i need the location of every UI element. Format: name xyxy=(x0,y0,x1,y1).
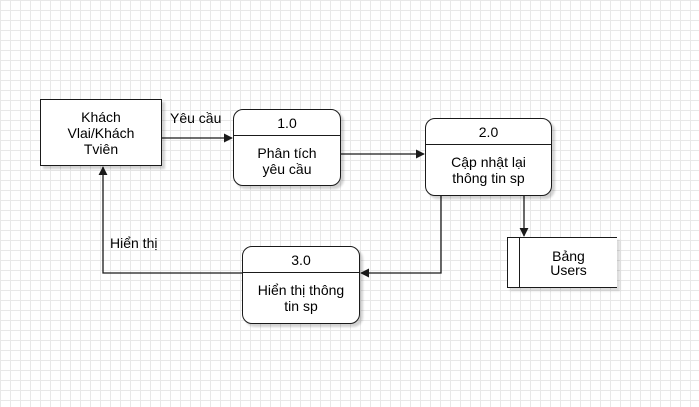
process-label: Hiển thị thông tin sp xyxy=(257,282,345,314)
data-store-label: Bảng Users xyxy=(550,247,587,278)
external-entity-label: Khách Vlai/Khách Tviên xyxy=(67,108,135,157)
process-label: Cập nhật lại thông tin sp xyxy=(451,154,526,186)
data-store-users[interactable]: Bảng Users xyxy=(507,237,617,288)
data-store-divider xyxy=(519,238,520,287)
flow-label-display: Hiển thị xyxy=(110,235,158,251)
external-entity-customer[interactable]: Khách Vlai/Khách Tviên xyxy=(40,99,162,166)
process-2-0[interactable]: 2.0 Cập nhật lại thông tin sp xyxy=(425,118,552,196)
flow-arrow-2-0-to-3-0 xyxy=(360,196,442,278)
process-label: Phân tích yêu cầu xyxy=(257,144,317,177)
flow-arrow-3-0-to-entity xyxy=(98,166,242,274)
process-id: 1.0 xyxy=(234,110,340,136)
process-3-0[interactable]: 3.0 Hiển thị thông tin sp xyxy=(242,246,360,324)
process-id: 3.0 xyxy=(243,247,359,273)
process-1-0[interactable]: 1.0 Phân tích yêu cầu xyxy=(233,109,341,186)
process-id: 2.0 xyxy=(426,119,551,145)
flow-label-request: Yêu cầu xyxy=(170,110,222,126)
